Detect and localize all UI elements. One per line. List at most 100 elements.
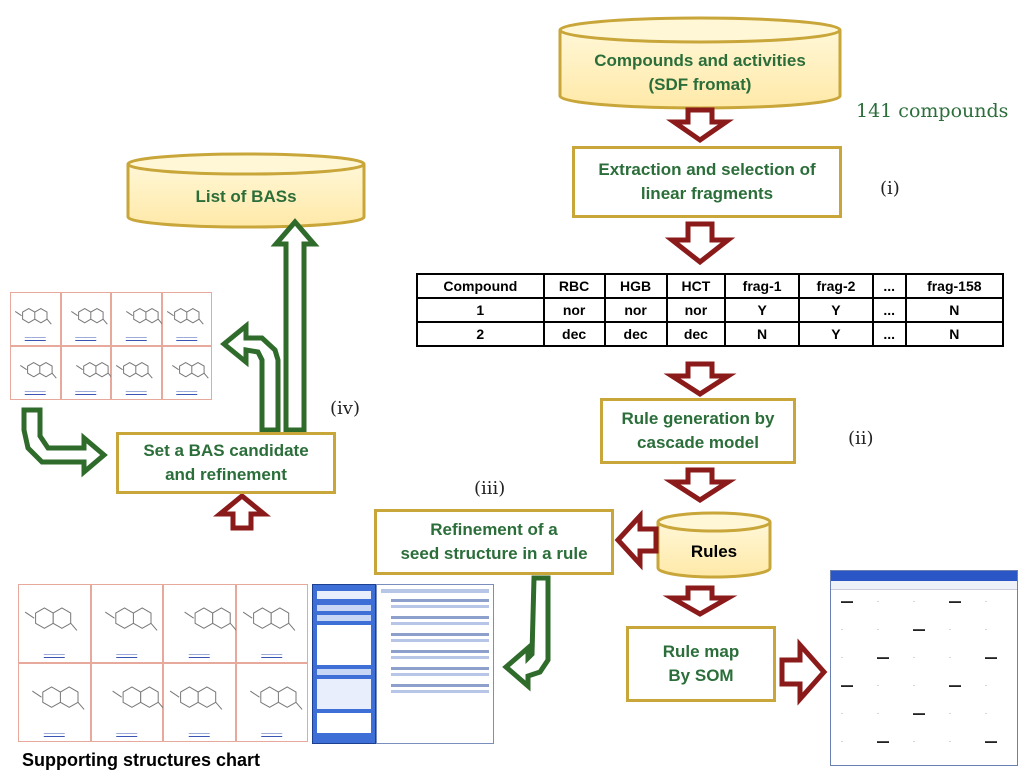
map-node-dot: · xyxy=(877,683,879,689)
molecule-structure-icon xyxy=(111,686,164,710)
query-panel-screenshot xyxy=(312,584,376,744)
extraction-line2: linear fragments xyxy=(640,184,774,203)
structure-link-placeholder: ——— xyxy=(43,730,65,737)
input-line1: Compounds and activities xyxy=(594,51,806,70)
structure-link-placeholder: ——— xyxy=(43,651,65,658)
bas-list-database-icon xyxy=(126,152,366,229)
table-cell: ... xyxy=(871,321,907,347)
bent-arrow-icon xyxy=(502,575,551,692)
map-node-dot: ▬▬ xyxy=(877,739,889,745)
up-arrow-icon xyxy=(212,492,272,531)
table-cell: dec xyxy=(603,321,668,347)
molecule-structure-icon xyxy=(75,362,112,379)
refinement-line1: Refinement of a xyxy=(430,520,558,539)
map-node-dot: ▬▬ xyxy=(877,655,889,661)
map-node-dot: · xyxy=(985,711,987,717)
table-header: frag-158 xyxy=(904,273,1005,299)
bas-candidate-line1: Set a BAS candidate xyxy=(143,441,309,460)
down-arrow-icon xyxy=(665,107,735,144)
structure-link-placeholder: ——— xyxy=(75,334,97,341)
table-cell: ... xyxy=(871,297,907,323)
molecule-structure-icon xyxy=(166,308,204,325)
extraction-box: Extraction and selection of linear fragm… xyxy=(572,146,842,218)
structure-cell: ——— xyxy=(90,584,163,663)
down-arrow-icon xyxy=(662,585,738,617)
step-label-iv: (iv) xyxy=(330,398,360,419)
structure-cell: ——— xyxy=(18,584,91,663)
down-arrow-icon xyxy=(663,467,737,503)
table-header: RBC xyxy=(542,273,606,299)
table-cell: dec xyxy=(542,321,606,347)
molecule-structure-icon xyxy=(184,607,237,631)
map-node-dot: · xyxy=(949,655,951,661)
table-cell: nor xyxy=(665,297,727,323)
step-label-ii: (ii) xyxy=(848,428,874,449)
structure-cell: ——— xyxy=(235,663,308,742)
molecule-structure-icon xyxy=(70,308,108,325)
table-header: HCT xyxy=(665,273,727,299)
map-node-dot: · xyxy=(841,655,843,661)
rule-list-screenshot xyxy=(376,584,494,744)
structure-cell: ——— xyxy=(163,584,237,663)
map-node-dot: · xyxy=(877,711,879,717)
step-label-iii: (iii) xyxy=(474,478,506,499)
refinement-line2: seed structure in a rule xyxy=(400,544,588,563)
bas-candidate-line2: and refinement xyxy=(165,465,287,484)
table-cell: Y xyxy=(798,297,874,323)
bas-list-label: List of BASs xyxy=(128,176,364,218)
map-node-dot: · xyxy=(949,711,951,717)
structure-link-placeholder: ——— xyxy=(176,334,198,341)
map-node-dot: ▬▬ xyxy=(841,599,853,605)
map-node-dot: · xyxy=(841,711,843,717)
map-node-dot: ▬▬ xyxy=(949,599,961,605)
structure-cell: ——— xyxy=(161,346,212,400)
down-arrow-icon xyxy=(663,361,737,397)
structure-link-placeholder: ——— xyxy=(261,730,283,737)
structure-link-placeholder: ——— xyxy=(24,334,46,341)
structure-link-placeholder: ——— xyxy=(125,334,147,341)
supporting-structures-grid: ———————————————————————— xyxy=(18,584,308,742)
table-cell: Y xyxy=(724,297,801,323)
molecule-structure-icon xyxy=(169,686,223,710)
table-row: 1 nor nor nor Y Y ... N xyxy=(416,297,1005,323)
table-cell: 1 xyxy=(416,297,545,323)
table-row: 2 dec dec dec N Y ... N xyxy=(416,321,1005,347)
table-cell: N xyxy=(904,321,1005,347)
structure-link-placeholder: ——— xyxy=(261,651,283,658)
compound-count: 141 compounds xyxy=(856,100,1009,122)
table-header: ... xyxy=(871,273,907,299)
table-cell: nor xyxy=(603,297,668,323)
map-node-dot: · xyxy=(877,599,879,605)
right-arrow-icon xyxy=(779,638,828,706)
molecule-structure-icon xyxy=(14,308,52,325)
table-header: frag-2 xyxy=(798,273,874,299)
structure-cell: ——— xyxy=(10,292,61,346)
molecule-structure-icon xyxy=(242,607,295,631)
map-node-dot: ▬▬ xyxy=(913,711,925,717)
structure-thumbnail-grid: ———————————————————————— xyxy=(10,292,212,400)
map-node-dot: · xyxy=(985,599,987,605)
table-header: HGB xyxy=(603,273,668,299)
input-database-icon xyxy=(558,16,842,110)
table-cell: N xyxy=(904,297,1005,323)
rules-text: Rules xyxy=(690,542,738,561)
rule-generation-line2: cascade model xyxy=(637,433,759,452)
step-label-i: (i) xyxy=(880,178,900,199)
molecule-structure-icon xyxy=(32,686,85,710)
map-node-dot: · xyxy=(913,655,915,661)
table-header: frag-1 xyxy=(724,273,801,299)
structure-cell: ——— xyxy=(161,292,212,346)
structure-cell: ——— xyxy=(60,292,111,346)
up-arrow-icon xyxy=(270,218,320,433)
structure-cell: ——— xyxy=(111,292,163,346)
bent-arrow-icon xyxy=(21,407,108,478)
table-header: Compound xyxy=(416,273,545,299)
molecule-structure-icon xyxy=(20,362,57,379)
rule-map-box: Rule map By SOM xyxy=(626,626,776,702)
input-label: Compounds and activities (SDF fromat) xyxy=(560,42,840,104)
bent-arrow-icon xyxy=(220,320,281,433)
map-node-dot: · xyxy=(985,683,987,689)
structure-cell: ——— xyxy=(111,346,162,400)
table-header-row: Compound RBC HGB HCT frag-1 frag-2 ... f… xyxy=(416,273,1005,299)
map-node-dot: · xyxy=(949,627,951,633)
